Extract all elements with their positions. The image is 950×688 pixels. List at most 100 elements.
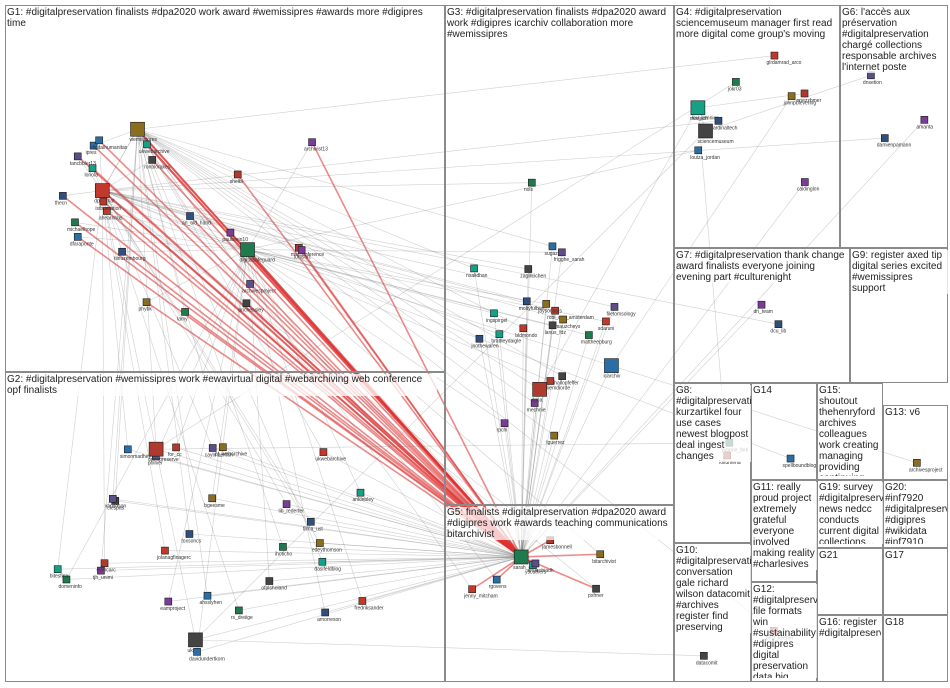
group-title-g17: G17 (885, 550, 925, 561)
node-label: mattheepburg (581, 340, 612, 346)
edge-heavy (146, 143, 522, 558)
node-label: bldmondo (515, 333, 537, 339)
node-nnezzbmer: nnezzbmer (797, 89, 822, 104)
node-label: dri_team (754, 309, 773, 315)
edge (101, 190, 196, 640)
group-box-g16 (817, 615, 883, 682)
node-avatar (602, 317, 610, 326)
node-label: michaelhope (67, 227, 96, 233)
node-dpca: dpca (532, 382, 547, 403)
node-robi-cva-amsterdam: robi_cva_amsterdam (547, 306, 594, 321)
node-label: evercarc (97, 568, 117, 574)
node-label: sarah_dcc (513, 565, 537, 571)
node-caldinglon: caldinglon (797, 178, 820, 193)
node-tguerrez: tguerrez (546, 431, 565, 446)
node-dcu-lib: dcu_lib (770, 320, 787, 335)
node-label: caldinglon (797, 187, 820, 193)
edge (137, 128, 475, 269)
edge (471, 556, 522, 590)
edge (247, 150, 699, 250)
group-box-g13 (883, 405, 948, 480)
edge (114, 129, 138, 501)
node-louiza-jordan: louiza_jordan (690, 146, 720, 161)
node-jokr03: jokr03 (727, 78, 742, 92)
node-rs-dreiige: rs_dreiige (231, 606, 253, 621)
node-avatar (495, 330, 504, 338)
node-avatar (531, 559, 540, 568)
node-label: ingspirgel (486, 318, 507, 324)
node-avatar (88, 164, 97, 173)
group-title-g8: G8: #digitalpreservation kurzartikel fou… (676, 385, 751, 462)
node-caylmaertich: caylmaertich (205, 444, 233, 458)
node-label: lollumena (719, 460, 741, 466)
edge (207, 556, 522, 597)
node-phybk: phybk (139, 298, 152, 313)
node-jnothewaren: jnothewaren (470, 334, 499, 349)
edge (705, 75, 872, 132)
node-bgeesme: bgeesme (204, 494, 225, 509)
node-label: loriola (85, 173, 99, 179)
edge (137, 129, 284, 548)
node-label: dfaraponte (70, 241, 94, 247)
node-label: hallopfeffer (554, 381, 579, 387)
edge (247, 249, 326, 613)
node-label: mechnie (527, 408, 546, 414)
edge (102, 190, 500, 335)
node-label: robi_cva_amsterdam (547, 315, 594, 321)
node-avatar (95, 136, 103, 145)
group-box-g5 (445, 505, 674, 682)
node-nols: nols (524, 178, 536, 193)
edge (611, 95, 792, 366)
edge (98, 139, 522, 558)
edge (137, 128, 563, 377)
node-label: archivesproject (242, 288, 276, 294)
edge (168, 249, 248, 602)
group-title-g12: G12: #digitalpreserv... file formats win… (753, 584, 817, 678)
node-avatar (528, 178, 536, 187)
node-avatar (774, 320, 783, 328)
edge (137, 55, 775, 130)
node-lanus-fdz: lanus_fdz (545, 321, 566, 336)
node-label: ronblorakes (144, 164, 171, 170)
edge (137, 128, 535, 404)
group-box-g20 (883, 480, 948, 548)
edge (102, 190, 615, 308)
node-varvidson: varvidson (105, 495, 126, 509)
node-label: johnpblevering (783, 101, 817, 107)
edge (238, 556, 522, 611)
node-bitesfina: bitesfina (50, 565, 69, 580)
node-domeninfo: domeninfo (58, 575, 82, 590)
edge (137, 129, 186, 313)
node-label: dnsetion (863, 80, 882, 86)
node-sarah-dcc: sarah_dcc (513, 549, 537, 571)
edge (286, 503, 522, 558)
node-label: frigghe_sarah (554, 257, 585, 263)
edge (100, 556, 522, 571)
node-avatar (297, 246, 306, 254)
node-avatar (468, 585, 476, 594)
node-avatar (558, 372, 566, 380)
group-title-g10: G10: #digitalpreservation conversation g… (676, 545, 751, 633)
node-lib-rederter: lib_rederter (279, 500, 304, 515)
edge (697, 93, 805, 109)
edge (319, 542, 522, 558)
node-label: nsalidhan (466, 273, 488, 279)
node-johnpblevering: johnpblevering (783, 92, 817, 107)
node-paulstein10: paulstein10 (222, 228, 248, 243)
node-label: louiza_jordan (690, 155, 720, 161)
edge (322, 556, 522, 563)
edge (189, 533, 522, 558)
node-label: jaysochats (537, 308, 562, 314)
node-label: sugaz (544, 251, 558, 257)
node-label: digitalhumanitas (91, 145, 128, 151)
node-bradleydaigle: bradleydaigle (491, 330, 521, 345)
node-label: zagillcichen (520, 274, 546, 280)
node-label: archivist13 (304, 147, 328, 153)
edge-heavy (101, 189, 522, 558)
edge (102, 190, 299, 249)
node-avatar (698, 123, 713, 139)
node-avatar (694, 146, 703, 155)
edge (102, 190, 556, 311)
node-avatar (880, 134, 889, 142)
node-label: moriach (690, 116, 708, 122)
